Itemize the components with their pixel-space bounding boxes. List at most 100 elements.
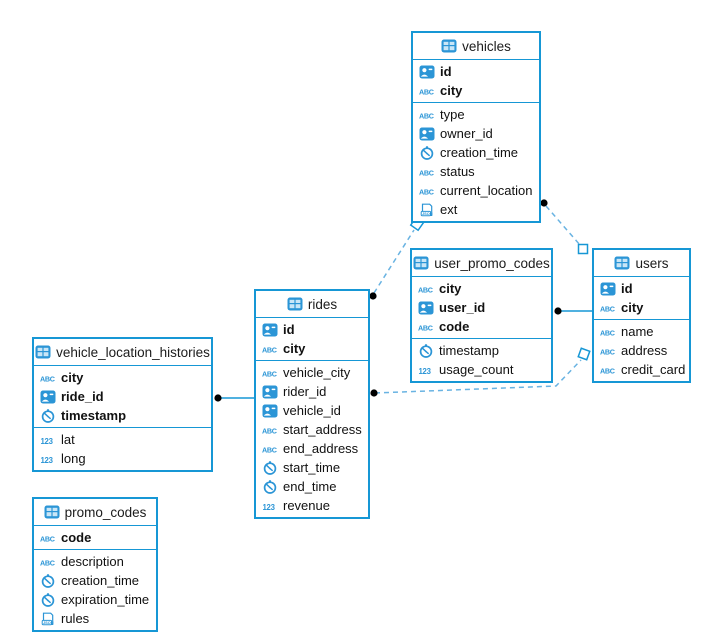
uuid-type-icon bbox=[419, 64, 435, 80]
column-row[interactable]: timestamp bbox=[34, 406, 211, 425]
column-row[interactable]: start_address bbox=[256, 420, 368, 439]
column-row[interactable]: city bbox=[413, 81, 539, 100]
column-row[interactable]: city bbox=[34, 368, 211, 387]
table-user-promo-codes[interactable]: user_promo_codes city user_id code times… bbox=[410, 248, 553, 383]
column-name: code bbox=[439, 319, 470, 334]
json-type-icon bbox=[419, 202, 435, 218]
column-name: id bbox=[440, 64, 452, 79]
column-name: start_time bbox=[283, 460, 341, 475]
column-name: owner_id bbox=[440, 126, 493, 141]
column-row[interactable]: code bbox=[34, 528, 156, 547]
column-row[interactable]: status bbox=[413, 162, 539, 181]
column-name: city bbox=[439, 281, 462, 296]
relation-user-promo-codes-users[interactable] bbox=[554, 307, 592, 315]
column-name: expiration_time bbox=[61, 592, 150, 607]
timestamp-type-icon bbox=[40, 408, 56, 424]
table-promo-codes[interactable]: promo_codes code description creation_ti… bbox=[32, 497, 158, 632]
table-header[interactable]: vehicle_location_histories bbox=[34, 339, 211, 366]
relation-vehicle-location-histories-rides[interactable] bbox=[214, 394, 254, 402]
table-name: promo_codes bbox=[64, 504, 147, 520]
column-name: name bbox=[621, 324, 654, 339]
column-row[interactable]: timestamp bbox=[412, 341, 551, 360]
numeric-type-icon bbox=[418, 362, 434, 378]
column-row[interactable]: creation_time bbox=[34, 571, 156, 590]
table-header[interactable]: rides bbox=[256, 291, 368, 318]
table-vehicles[interactable]: vehicles id city type owner_id c bbox=[411, 31, 541, 223]
table-name: users bbox=[635, 255, 669, 271]
table-header[interactable]: vehicles bbox=[413, 33, 539, 60]
column-row[interactable]: name bbox=[594, 322, 689, 341]
column-name: city bbox=[440, 83, 463, 98]
column-row[interactable]: type bbox=[413, 105, 539, 124]
uuid-type-icon bbox=[418, 300, 434, 316]
column-name: rider_id bbox=[283, 384, 327, 399]
column-name: end_address bbox=[283, 441, 359, 456]
column-row[interactable]: vehicle_city bbox=[256, 363, 368, 382]
column-name: user_id bbox=[439, 300, 486, 315]
column-row[interactable]: ext bbox=[413, 200, 539, 219]
column-name: city bbox=[621, 300, 644, 315]
column-row[interactable]: long bbox=[34, 449, 211, 468]
column-row[interactable]: end_address bbox=[256, 439, 368, 458]
column-row[interactable]: start_time bbox=[256, 458, 368, 477]
uuid-type-icon bbox=[600, 281, 616, 297]
uuid-type-icon bbox=[262, 403, 278, 419]
column-name: creation_time bbox=[440, 145, 519, 160]
string-type-icon bbox=[419, 164, 435, 180]
column-row[interactable]: description bbox=[34, 552, 156, 571]
column-row[interactable]: city bbox=[594, 298, 689, 317]
string-type-icon bbox=[600, 324, 616, 340]
string-type-icon bbox=[418, 281, 434, 297]
column-row[interactable]: id bbox=[256, 320, 368, 339]
timestamp-type-icon bbox=[419, 145, 435, 161]
column-row[interactable]: current_location bbox=[413, 181, 539, 200]
column-row[interactable]: vehicle_id bbox=[256, 401, 368, 420]
column-name: lat bbox=[61, 432, 75, 447]
table-rides[interactable]: rides id city vehicle_city rider_id bbox=[254, 289, 370, 519]
column-row[interactable]: rider_id bbox=[256, 382, 368, 401]
table-icon bbox=[44, 505, 60, 519]
column-row[interactable]: expiration_time bbox=[34, 590, 156, 609]
column-row[interactable]: code bbox=[412, 317, 551, 336]
timestamp-type-icon bbox=[262, 460, 278, 476]
column-name: usage_count bbox=[439, 362, 514, 377]
column-row[interactable]: lat bbox=[34, 430, 211, 449]
column-name: timestamp bbox=[61, 408, 127, 423]
column-row[interactable]: ride_id bbox=[34, 387, 211, 406]
table-icon bbox=[614, 256, 630, 270]
string-type-icon bbox=[600, 343, 616, 359]
table-header[interactable]: promo_codes bbox=[34, 499, 156, 526]
column-row[interactable]: id bbox=[594, 279, 689, 298]
column-row[interactable]: usage_count bbox=[412, 360, 551, 379]
table-icon bbox=[413, 256, 429, 270]
timestamp-type-icon bbox=[418, 343, 434, 359]
table-header[interactable]: users bbox=[594, 250, 689, 277]
column-name: ride_id bbox=[61, 389, 104, 404]
column-row[interactable]: id bbox=[413, 62, 539, 81]
column-name: city bbox=[283, 341, 306, 356]
table-icon bbox=[287, 297, 303, 311]
column-row[interactable]: creation_time bbox=[413, 143, 539, 162]
uuid-type-icon bbox=[40, 389, 56, 405]
table-name: rides bbox=[307, 296, 338, 312]
table-header[interactable]: user_promo_codes bbox=[412, 250, 551, 277]
json-type-icon bbox=[40, 611, 56, 627]
column-row[interactable]: revenue bbox=[256, 496, 368, 515]
column-row[interactable]: credit_card bbox=[594, 360, 689, 379]
column-row[interactable]: city bbox=[256, 339, 368, 358]
relation-vehicles-users[interactable] bbox=[540, 199, 589, 255]
column-row[interactable]: owner_id bbox=[413, 124, 539, 143]
column-row[interactable]: address bbox=[594, 341, 689, 360]
column-name: credit_card bbox=[621, 362, 686, 377]
column-row[interactable]: end_time bbox=[256, 477, 368, 496]
column-row[interactable]: rules bbox=[34, 609, 156, 628]
table-users[interactable]: users id city name address credi bbox=[592, 248, 691, 383]
column-row[interactable]: city bbox=[412, 279, 551, 298]
column-row[interactable]: user_id bbox=[412, 298, 551, 317]
column-name: rules bbox=[61, 611, 90, 626]
numeric-type-icon bbox=[262, 498, 278, 514]
timestamp-type-icon bbox=[40, 592, 56, 608]
table-vehicle-location-histories[interactable]: vehicle_location_histories city ride_id … bbox=[32, 337, 213, 472]
column-name: long bbox=[61, 451, 86, 466]
